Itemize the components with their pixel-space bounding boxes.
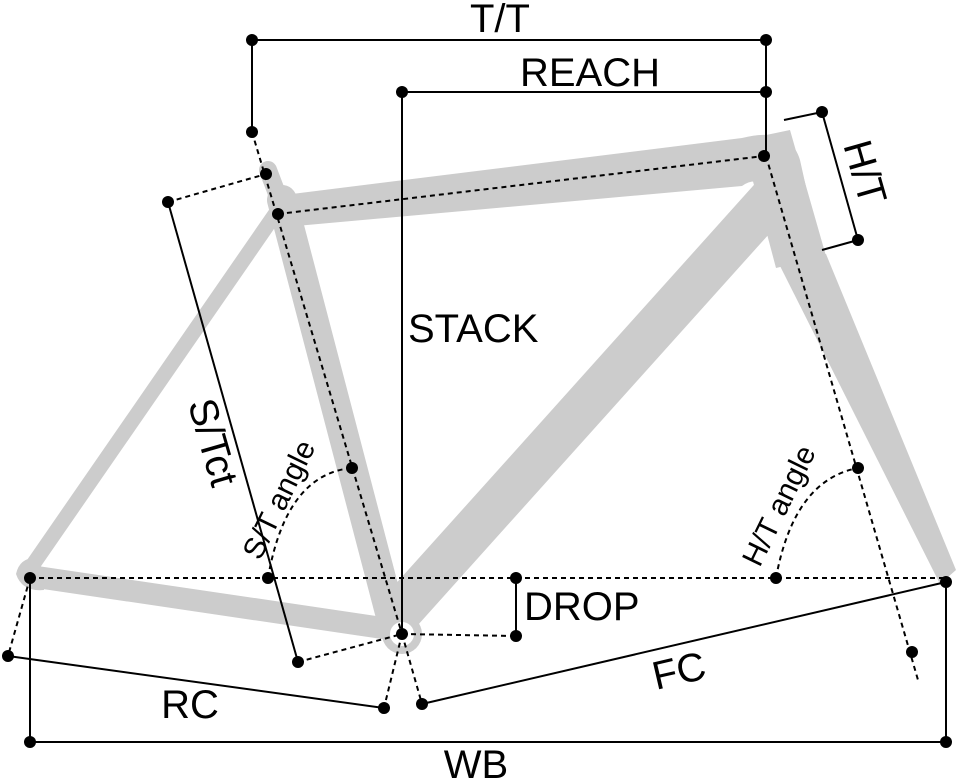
- point-top-tube-left-upper: [246, 34, 258, 46]
- point-top-tube-right-upper: [760, 34, 772, 46]
- point-drop-bottom: [510, 630, 522, 642]
- top-tube-centerline: [277, 155, 765, 215]
- seat-tube-centerline: [251, 131, 403, 635]
- point-head-tube-top-center: [758, 150, 770, 162]
- point-seat-tube-ct-bottom: [292, 656, 304, 668]
- construction-lines: [7, 131, 946, 709]
- point-wheelbase-left: [24, 736, 36, 748]
- label-stack: STACK: [408, 307, 539, 351]
- seat-tube: [267, 185, 409, 643]
- label-wheelbase: WB: [444, 743, 508, 780]
- label-seat-tube-angle: S/T angle: [237, 435, 323, 564]
- top-tube-dimension-line: [251, 39, 767, 156]
- point-seat-tube-top: [260, 168, 272, 180]
- point-bottom-bracket: [396, 628, 408, 640]
- point-wheelbase-right: [940, 736, 952, 748]
- seat-tube-ct-bottom-extension: [297, 633, 403, 663]
- point-head-tube-angle-vertex: [770, 572, 782, 584]
- rear-center-bb-extension: [383, 633, 403, 709]
- seat-stay: [24, 202, 286, 574]
- point-reach-top-left: [396, 86, 408, 98]
- label-front-center: FC: [648, 644, 710, 699]
- point-seat-tube-ct-top: [162, 196, 174, 208]
- head-tube-dimension-line: [783, 110, 860, 251]
- front-center-dimension-line: [421, 581, 947, 705]
- point-top-tube-seat-junction: [272, 208, 284, 220]
- drop-bb-reference-line: [401, 633, 517, 637]
- label-drop: DROP: [524, 585, 640, 629]
- point-rear-center-left: [2, 650, 14, 662]
- bike-frame: [16, 130, 956, 654]
- rear-center-dimension-line: [7, 655, 385, 709]
- point-head-tube-dim-bottom: [852, 234, 864, 246]
- point-front-center-left: [416, 698, 428, 710]
- point-seat-tube-angle-vertex: [262, 572, 274, 584]
- wheelbase-dimension-line: [29, 578, 947, 743]
- dimension-labels: T/T REACH H/T STACK S/Tct S/T angle H/T …: [161, 0, 894, 780]
- point-drop-top: [510, 572, 522, 584]
- label-head-tube-angle: H/T angle: [736, 440, 822, 571]
- measurement-points: [2, 34, 952, 748]
- label-top-tube: T/T: [470, 0, 530, 41]
- steering-axis-line: [765, 155, 919, 681]
- front-center-bb-extension: [401, 633, 423, 705]
- point-top-tube-left-lower: [246, 126, 258, 138]
- label-reach: REACH: [520, 51, 660, 95]
- head-tube-angle-arc: [775, 467, 859, 579]
- top-tube: [276, 134, 808, 226]
- point-reach-top-right: [760, 86, 772, 98]
- seat-tube-angle-arc: [267, 467, 353, 579]
- point-rear-axle: [24, 572, 36, 584]
- point-front-axle: [940, 576, 952, 588]
- fork: [776, 254, 956, 584]
- rear-center-rear-extension: [7, 577, 31, 657]
- point-seat-tube-angle-arc-end: [346, 462, 358, 474]
- head-tube: [742, 130, 826, 268]
- point-steering-axis-bottom: [906, 646, 918, 658]
- label-rear-center: RC: [161, 683, 219, 727]
- down-tube: [378, 178, 792, 634]
- chain-stay: [19, 565, 407, 641]
- point-rear-center-right: [378, 702, 390, 714]
- point-head-tube-dim-top: [816, 106, 828, 118]
- seat-tube-ct-dimension-line: [167, 201, 299, 663]
- label-head-tube: H/T: [834, 135, 894, 209]
- label-seat-tube-ct: S/Tct: [179, 394, 246, 492]
- point-head-tube-angle-arc-end: [852, 462, 864, 474]
- seat-tube-ct-top-extension: [167, 173, 267, 203]
